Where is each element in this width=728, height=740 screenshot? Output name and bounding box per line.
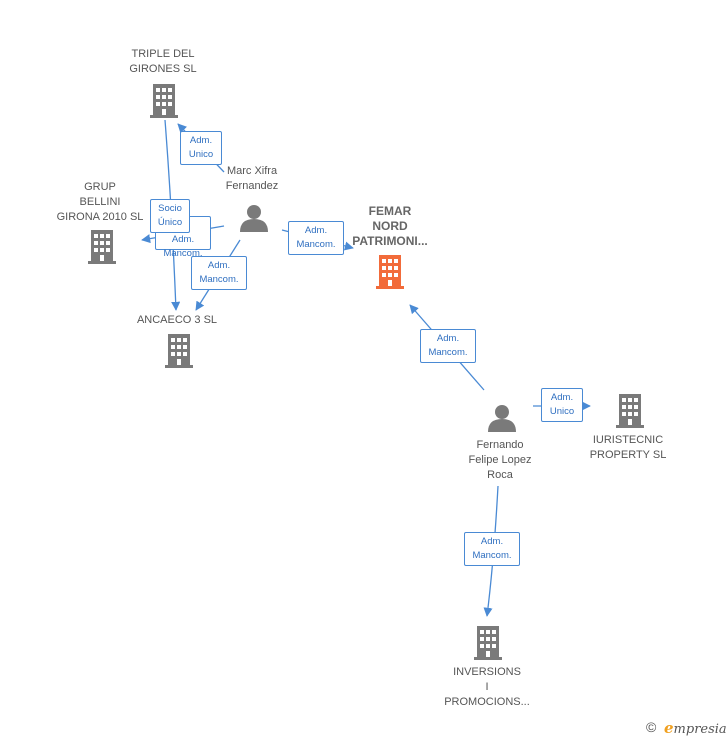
edge-label-adm-mancom[interactable]: Adm. Mancom. <box>191 256 247 290</box>
node-label-ancaeco-3[interactable]: ANCAECO 3 SL <box>136 314 218 326</box>
person-icon[interactable] <box>240 205 268 232</box>
building-icon[interactable] <box>88 230 116 264</box>
node-label-triple-del-girones[interactable]: TRIPLE DEL GIRONES SL <box>129 48 197 75</box>
edge-label-adm-mancom[interactable]: Adm. Mancom. <box>288 221 344 255</box>
node-label-inversions[interactable]: INVERSIONS I PROMOCIONS... <box>444 666 530 708</box>
person-icon[interactable] <box>488 405 516 432</box>
brand-footer: © empresia <box>638 716 728 738</box>
building-icon[interactable] <box>616 394 644 428</box>
node-label-marc-xifra[interactable]: Marc Xifra Fernandez <box>225 165 279 192</box>
edge-label-adm-unico[interactable]: Adm. Unico <box>541 388 583 422</box>
building-icon[interactable] <box>165 334 193 368</box>
edge-label-socio-unico[interactable]: Socio Único <box>150 199 190 233</box>
node-label-femar-nord[interactable]: FEMAR NORD PATRIMONI... <box>352 204 428 248</box>
node-label-grup-bellini[interactable]: GRUP BELLINI GIRONA 2010 SL <box>56 181 144 223</box>
node-label-iuristecnic[interactable]: IURISTECNIC PROPERTY SL <box>589 434 667 461</box>
edge-label-adm-mancom[interactable]: Adm. Mancom. <box>464 532 520 566</box>
building-icon[interactable] <box>474 626 502 660</box>
edge-label-adm-mancom[interactable]: Adm. Mancom. <box>420 329 476 363</box>
brand-logo: empresia <box>664 719 727 737</box>
building-icon[interactable] <box>150 84 178 118</box>
building-icon[interactable] <box>376 255 404 289</box>
node-label-fernando-lopez[interactable]: Fernando Felipe Lopez Roca <box>468 439 532 481</box>
copyright-symbol: © <box>646 719 657 735</box>
edges <box>141 119 591 617</box>
edge-label-adm-unico[interactable]: Adm. Unico <box>180 131 222 165</box>
